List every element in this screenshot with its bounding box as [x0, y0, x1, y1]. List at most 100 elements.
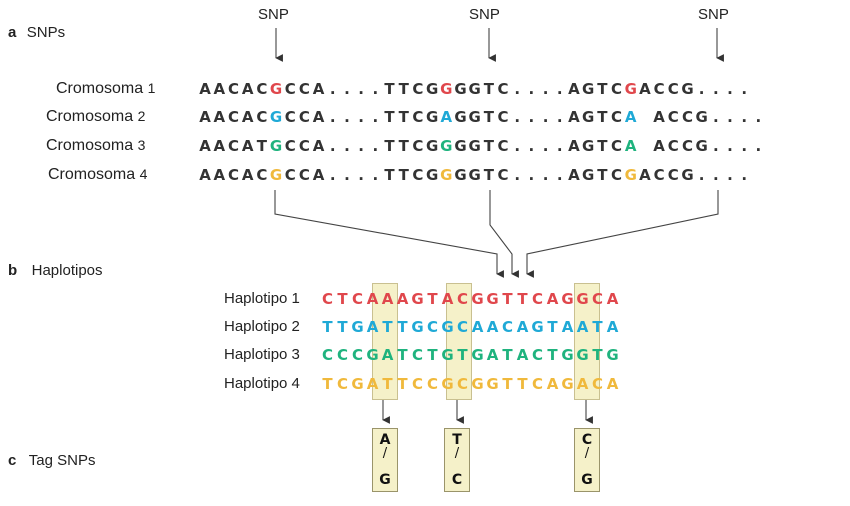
base: A: [471, 318, 484, 336]
base: T: [397, 346, 408, 364]
base: .: [329, 166, 336, 184]
base: .: [542, 108, 549, 126]
chromosome-label-2: Cromosoma 2: [46, 108, 145, 126]
base: A: [213, 80, 226, 98]
base: G: [561, 346, 574, 364]
base: A: [568, 166, 580, 184]
tag-snp-separator: /: [454, 446, 460, 461]
base: C: [227, 108, 239, 126]
snp-label-2: SNP: [469, 6, 500, 23]
base: C: [456, 375, 468, 393]
base: G: [471, 346, 484, 364]
base: G: [351, 375, 364, 393]
base: .: [741, 80, 748, 98]
chromosome-number: 3: [137, 137, 146, 153]
base: C: [284, 108, 296, 126]
base: G: [425, 137, 439, 155]
base: C: [531, 375, 543, 393]
base: .: [755, 108, 762, 126]
base: A: [606, 375, 619, 393]
base: A: [546, 375, 559, 393]
base: G: [468, 108, 481, 126]
section-a-letter: a: [8, 24, 17, 41]
base: A: [546, 290, 559, 308]
base: A: [653, 137, 665, 155]
base: .: [329, 108, 336, 126]
base: C: [681, 108, 693, 126]
base: .: [528, 80, 535, 98]
base: .: [372, 166, 379, 184]
base: G: [425, 108, 439, 126]
chromosome-number: 2: [137, 108, 146, 124]
base: C: [284, 166, 296, 184]
base: C: [653, 80, 665, 98]
section-a-header: a SNPs: [8, 24, 65, 42]
base: T: [597, 166, 608, 184]
base: T: [397, 318, 408, 336]
base: C: [426, 375, 438, 393]
chromosome-name: Cromosoma: [56, 80, 144, 97]
tag-snp-separator: /: [584, 446, 590, 461]
base: G: [561, 290, 574, 308]
base: A: [241, 166, 254, 184]
base: G: [269, 80, 283, 98]
base: T: [384, 108, 395, 126]
section-c-title: Tag SNPs: [28, 452, 96, 469]
base: C: [321, 346, 333, 364]
base: .: [344, 80, 350, 98]
base: .: [514, 80, 521, 98]
base: A: [312, 108, 325, 126]
base: .: [556, 80, 563, 98]
base: T: [322, 375, 333, 393]
base: T: [256, 137, 267, 155]
base: .: [358, 108, 364, 126]
haplotype-label-4: Haplotipo 4: [224, 375, 300, 392]
base: T: [502, 290, 513, 308]
base: G: [411, 318, 424, 336]
snp-label-1: SNP: [258, 6, 289, 23]
base: T: [427, 346, 438, 364]
base: G: [582, 80, 595, 98]
base: C: [667, 166, 679, 184]
base: G: [624, 80, 637, 98]
base: G: [681, 80, 694, 98]
base: .: [372, 80, 379, 98]
section-b-letter: b: [8, 262, 18, 279]
chromosome-label-1: Cromosoma 1: [56, 80, 155, 98]
base: A: [576, 318, 589, 336]
converge-line-2: [489, 190, 519, 278]
base: .: [741, 166, 748, 184]
base: C: [351, 290, 363, 308]
base: .: [727, 137, 733, 155]
base: A: [312, 166, 325, 184]
haplotype-label-1: Haplotipo 1: [224, 290, 300, 307]
base: G: [425, 80, 439, 98]
base: .: [329, 137, 336, 155]
base: A: [213, 137, 226, 155]
base: C: [591, 375, 603, 393]
base: T: [547, 318, 558, 336]
base: T: [384, 166, 395, 184]
base: T: [397, 375, 408, 393]
base: C: [456, 318, 468, 336]
base: G: [695, 108, 708, 126]
base: .: [344, 108, 350, 126]
base: A: [568, 108, 580, 126]
base: A: [516, 318, 529, 336]
base: A: [568, 137, 580, 155]
base: T: [382, 375, 393, 393]
base: G: [454, 108, 467, 126]
base: C: [227, 80, 239, 98]
base: C: [501, 318, 513, 336]
base: A: [396, 290, 409, 308]
base: G: [441, 318, 454, 336]
base: G: [269, 108, 283, 126]
base: .: [727, 80, 733, 98]
base: T: [592, 346, 603, 364]
